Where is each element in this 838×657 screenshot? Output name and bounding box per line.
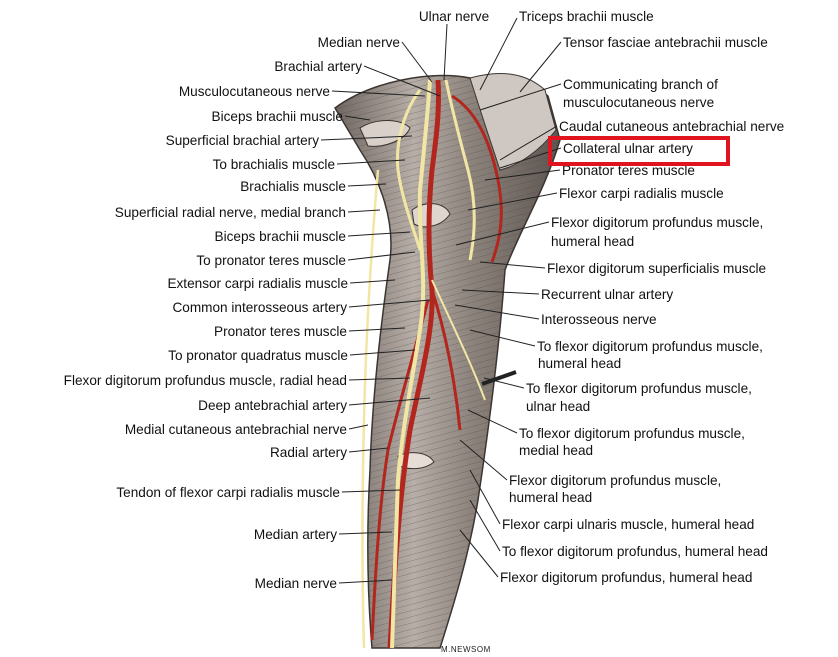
artist-signature: M.NEWSOM [441,645,491,654]
label-extensor-carpi-radialis-muscle: Extensor carpi radialis muscle [167,276,348,291]
label-medial-cutaneous-antebrachial-nerve: Medial cutaneous antebrachial nerve [125,422,347,437]
label-ulnar-nerve: Ulnar nerve [419,9,489,24]
highlight-box [548,136,730,166]
label-flexor-digitorum-profundus-humeral-head: Flexor digitorum profundus, humeral head [500,570,752,585]
label-to-flexor-digitorum-profundus-muscle: To flexor digitorum profundus muscle, [519,426,745,441]
leader-left-0 [402,42,432,82]
muscle-striations [335,76,560,648]
leader-right-21 [470,500,500,551]
label-to-pronator-quadratus-muscle: To pronator quadratus muscle [168,348,348,363]
label-to-pronator-teres-muscle: To pronator teres muscle [196,253,346,268]
label-musculocutaneous-nerve: musculocutaneous nerve [563,95,714,110]
label-ulnar-head: ulnar head [526,399,590,414]
label-medial-head: medial head [519,443,593,458]
label-median-artery: Median artery [254,527,337,542]
label-biceps-brachii-muscle: Biceps brachii muscle [215,229,346,244]
leader-right-0 [520,42,561,92]
label-median-nerve: Median nerve [318,35,400,50]
label-to-flexor-digitorum-profundus-muscle: To flexor digitorum profundus muscle, [537,339,763,354]
label-to-brachialis-muscle: To brachialis muscle [213,157,335,172]
label-superficial-radial-nerve-medial-branch: Superficial radial nerve, medial branch [115,205,346,220]
label-to-flexor-digitorum-profundus-muscle: To flexor digitorum profundus muscle, [526,381,752,396]
label-median-nerve: Median nerve [255,576,337,591]
label-flexor-carpi-ulnaris-muscle-humeral-head: Flexor carpi ulnaris muscle, humeral hea… [502,517,754,532]
label-humeral-head: humeral head [509,490,592,505]
label-brachialis-muscle: Brachialis muscle [240,179,346,194]
label-flexor-digitorum-profundus-muscle: Flexor digitorum profundus muscle, [551,215,763,230]
label-common-interosseous-artery: Common interosseous artery [172,300,347,315]
label-radial-artery: Radial artery [270,445,347,460]
label-recurrent-ulnar-artery: Recurrent ulnar artery [541,287,673,302]
label-tendon-of-flexor-carpi-radialis-muscle: Tendon of flexor carpi radialis muscle [116,485,340,500]
label-interosseous-nerve: Interosseous nerve [541,312,657,327]
label-pronator-teres-muscle: Pronator teres muscle [214,324,347,339]
label-humeral-head: humeral head [551,234,634,249]
label-flexor-digitorum-superficialis-muscle: Flexor digitorum superficialis muscle [547,261,766,276]
label-biceps-brachii-muscle: Biceps brachii muscle [212,109,343,124]
label-triceps-brachii-muscle: Triceps brachii muscle [519,9,654,24]
leader-left-16 [349,425,368,429]
label-superficial-brachial-artery: Superficial brachial artery [166,133,319,148]
label-caudal-cutaneous-antebrachial-nerve: Caudal cutaneous antebrachial nerve [559,119,784,134]
label-communicating-branch-of: Communicating branch of [563,77,718,92]
label-tensor-fasciae-antebrachii-muscle: Tensor fasciae antebrachii muscle [563,35,768,50]
label-humeral-head: humeral head [538,356,621,371]
label-brachial-artery: Brachial artery [274,59,362,74]
label-flexor-carpi-radialis-muscle: Flexor carpi radialis muscle [559,186,724,201]
label-musculocutaneous-nerve: Musculocutaneous nerve [179,84,330,99]
label-flexor-digitorum-profundus-muscle-radial-head: Flexor digitorum profundus muscle, radia… [64,373,347,388]
label-deep-antebrachial-artery: Deep antebrachial artery [198,398,347,413]
leader-top-0 [444,24,447,80]
label-flexor-digitorum-profundus-muscle: Flexor digitorum profundus muscle, [509,473,721,488]
label-to-flexor-digitorum-profundus-humeral-head: To flexor digitorum profundus, humeral h… [502,544,768,559]
